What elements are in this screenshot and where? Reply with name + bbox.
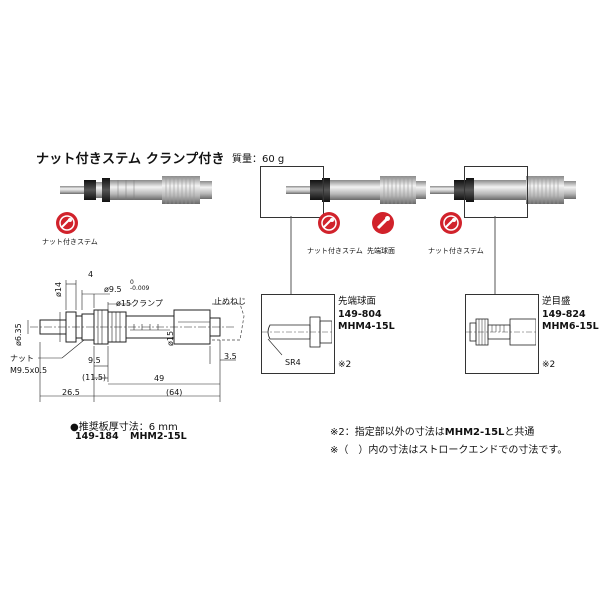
recommended-thickness: ●推奨板厚寸法：6 mm [70,422,178,433]
product-photo-variant2 [430,176,576,204]
variant2-model: MHM6-15L [542,321,599,332]
technical-drawing [27,280,245,402]
nut-stem-icon [56,212,78,234]
product-photo-main [60,176,212,204]
dim-phi9-5-tolerance: 0 -0.009 [130,279,150,292]
variant1-detail-box [261,294,335,374]
variant1-note: ※2 [338,360,352,370]
detail-frame-2 [464,166,528,218]
variant2-name: 逆目盛 [542,296,571,307]
nut-label: ナット [10,354,34,363]
variant1-code: 149-804 [338,309,382,320]
note1-pre: ※2：指定部以外の寸法は [330,427,445,438]
note-stroke-end: ※（ ）内の寸法はストロークエンドでの寸法です。 [330,445,568,456]
dim-phi6-35: ø6.35 [14,323,23,346]
variant1-name: 先端球面 [338,296,377,307]
stop-screw-label: 止めねじ [214,297,246,306]
note1-bold: MHM2-15L [444,427,505,438]
icon-label-3: 先端球面 [367,247,395,255]
icon-label-2: ナット付きステム [307,247,363,255]
note-common-dimensions: ※2：指定部以外の寸法はMHM2-15Lと共通 [330,423,534,438]
product-photo-variant1 [286,176,426,204]
variant1-model: MHM4-15L [338,321,395,332]
dim-11-5: (11.5) [82,373,107,382]
icon-label-1: ナット付きステム [42,238,98,246]
nut-stem-icon [440,212,462,234]
dim-phi14: ø14 [54,281,63,297]
note1-post: と共通 [504,427,535,438]
dim-26-5: 26.5 [62,388,80,397]
page-title: ナット付きステム クランプ付き [36,152,225,167]
variant2-code: 149-824 [542,309,586,320]
detail-frame-1 [260,166,324,218]
dim-3-5: 3.5 [224,352,237,361]
icon-label-4: ナット付きステム [428,247,484,255]
ball-tip-icon [372,212,394,234]
recommended-code: 149-184 [75,431,119,442]
variant1-ball-tip-drawing [262,316,332,356]
dim-phi9-5: ø9.5 [104,285,122,294]
nut-thread-label: M9.5x0.5 [10,366,48,375]
dim-49: 49 [154,374,165,383]
variant1-sr-label: SR4 [285,358,301,367]
nut-stem-icon [318,212,340,234]
dim-phi15-clamp: ø15クランプ [116,299,163,308]
dim-4: 4 [88,270,94,279]
mass-label: 質量：60 g [232,154,285,165]
dim-64: (64) [166,388,183,397]
variant2-note: ※2 [542,360,556,370]
variant2-detail-box [465,294,539,374]
recommended-model: MHM2-15L [130,431,187,442]
dim-phi15: ø15 [166,330,175,346]
variant2-reverse-scale-drawing [466,318,536,346]
dim-9-5: 9.5 [88,356,101,365]
